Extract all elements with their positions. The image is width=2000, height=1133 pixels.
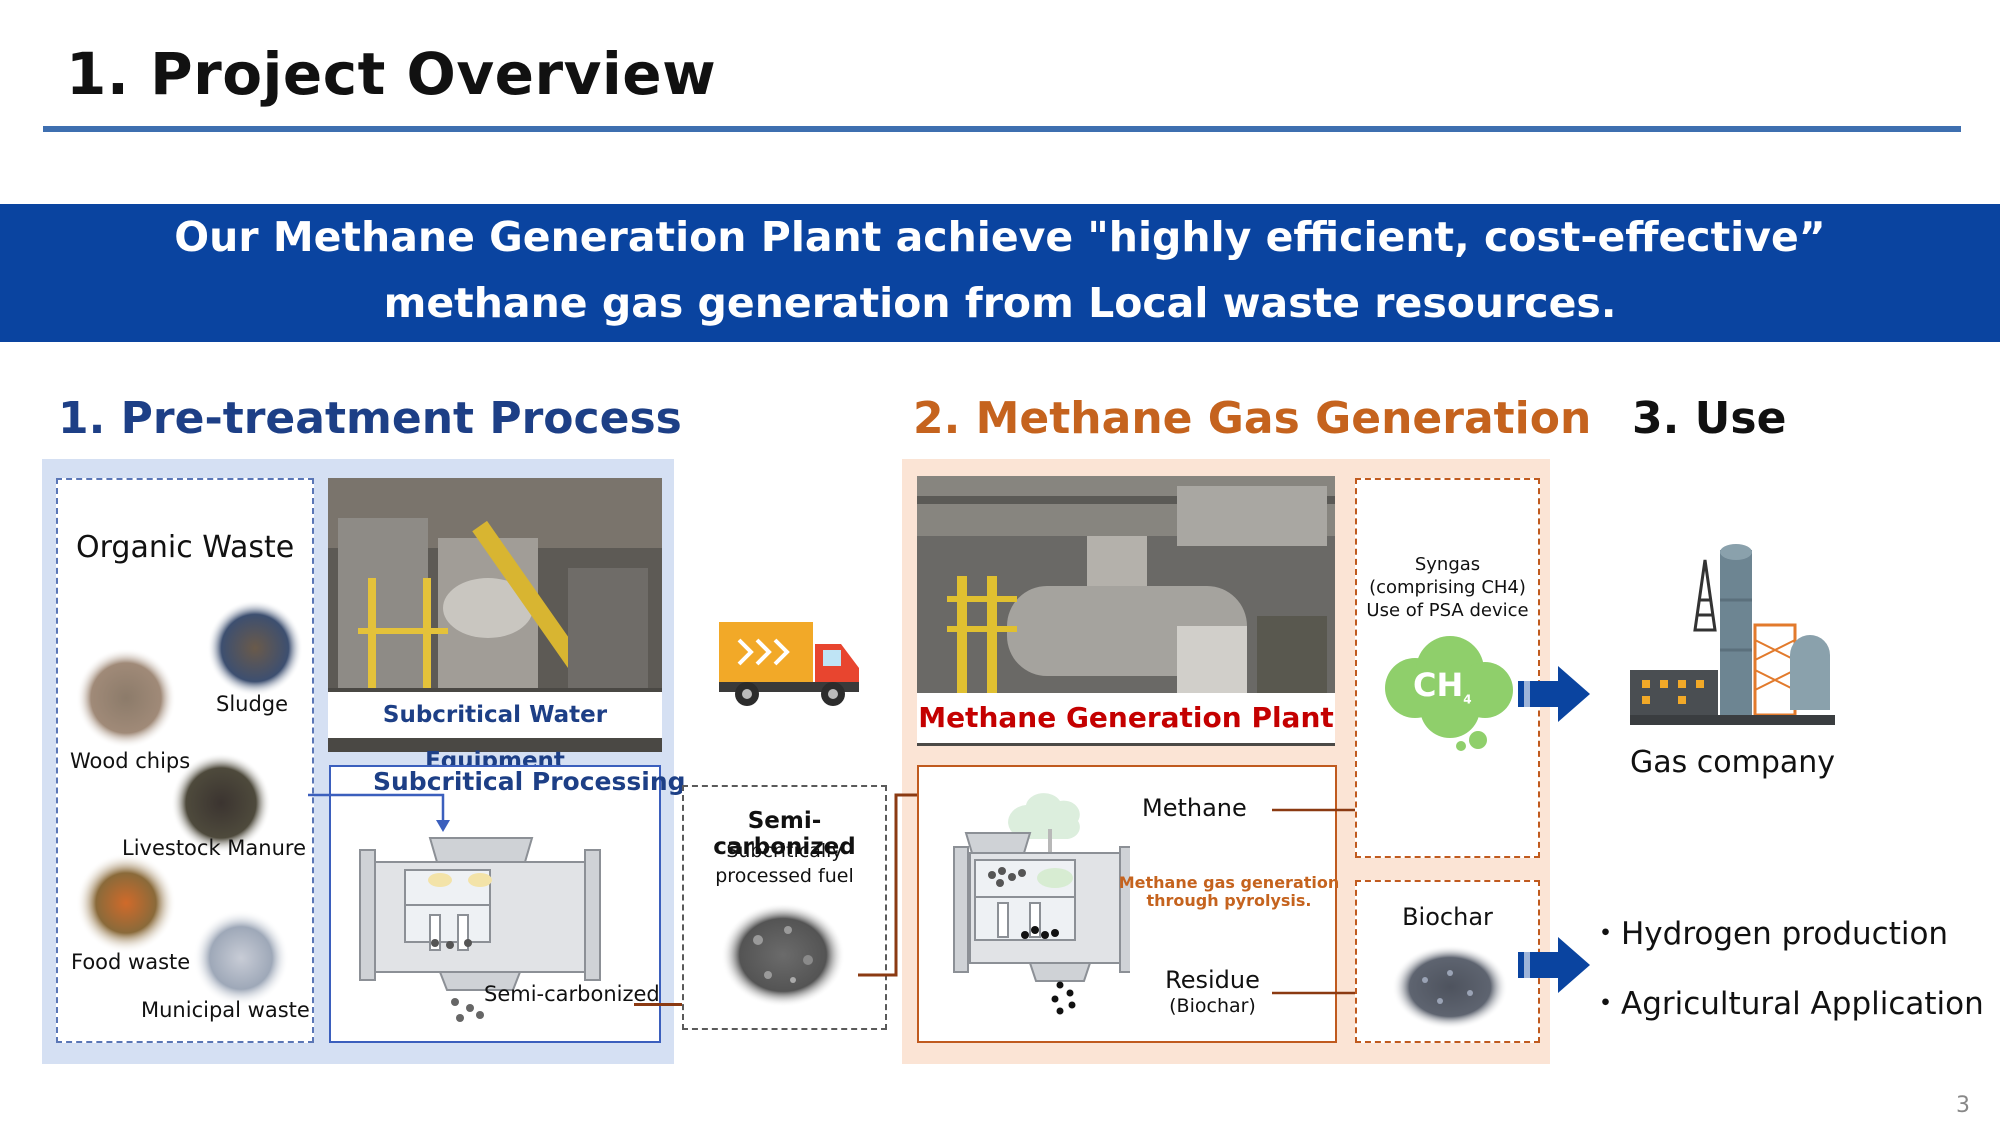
sludge-photo <box>207 600 303 696</box>
municipal-waste-photo <box>193 910 289 1006</box>
arrow-to-gas-company-icon <box>1518 666 1590 722</box>
page-title: 1. Project Overview <box>66 40 717 108</box>
use-bullet-hydrogen: ・Hydrogen production <box>1590 916 1949 952</box>
subcritical-processing-label: Subcritical Processing <box>373 767 686 796</box>
flow-arrow-to-semi-carbonized <box>634 1003 702 1006</box>
pyrolysis-reactor-diagram <box>953 793 1130 1015</box>
subcritical-equipment-label: Subcritical Water Equipment <box>328 692 662 774</box>
semi-carbonized-subtitle-2: processed fuel <box>715 865 854 887</box>
title-underline <box>43 126 1961 132</box>
ch4-text: CH <box>1413 666 1464 704</box>
headline-banner: Our Methane Generation Plant achieve "hi… <box>0 204 2000 342</box>
waste-label-sludge: Sludge <box>216 692 289 716</box>
ch4-cloud-icon <box>1385 636 1513 751</box>
residue-label: Residue <box>1165 966 1260 994</box>
arrow-to-applications-icon <box>1518 937 1590 993</box>
waste-label-food-waste: Food waste <box>71 950 191 974</box>
ch4-subscript: 4 <box>1463 692 1472 707</box>
section-heading-use: 3. Use <box>1632 393 1787 444</box>
section-heading-methane: 2. Methane Gas Generation <box>913 393 1592 444</box>
semi-carbonized-fuel-photo <box>721 903 845 1007</box>
wood-chips-photo <box>76 648 176 748</box>
waste-label-livestock-manure: Livestock Manure <box>122 836 306 860</box>
banner-line-1: Our Methane Generation Plant achieve "hi… <box>174 213 1826 261</box>
section-heading-pretreatment: 1. Pre-treatment Process <box>58 393 682 444</box>
subcritical-reactor-diagram <box>308 793 601 1022</box>
biochar-photo <box>1392 945 1508 1029</box>
livestock-manure-photo <box>171 753 271 853</box>
methane-output-label: Methane <box>1142 794 1247 822</box>
gas-company-label: Gas company <box>1630 745 1836 780</box>
waste-label-wood-chips: Wood chips <box>70 749 191 773</box>
organic-waste-illustrations <box>76 600 303 1006</box>
waste-label-municipal-waste: Municipal waste <box>141 998 310 1022</box>
pyrolysis-note-line-2: through pyrolysis. <box>1146 891 1312 910</box>
delivery-truck-icon <box>719 622 859 706</box>
organic-waste-heading: Organic Waste <box>76 530 295 565</box>
gas-company-plant-icon <box>1630 544 1835 725</box>
syngas-line-1: Syngas <box>1414 554 1481 575</box>
syngas-line-2: (comprising CH4) <box>1369 577 1526 598</box>
semi-carbonized-subtitle-1: Subcritically <box>726 840 843 862</box>
syngas-description: Syngas (comprising CH4) Use of PSA devic… <box>1355 553 1540 622</box>
biochar-label: Biochar <box>1402 903 1493 931</box>
food-waste-photo <box>76 853 176 953</box>
pyrolysis-note: Methane gas generation through pyrolysis… <box>1118 874 1340 910</box>
banner-line-2: methane gas generation from Local waste … <box>383 279 1617 327</box>
syngas-line-3: Use of PSA device <box>1366 600 1529 621</box>
ch4-cloud-label: CH4 <box>1413 666 1472 706</box>
semi-carbonized-title: Semi-carbonized <box>713 808 856 860</box>
page-number: 3 <box>1956 1093 1970 1118</box>
pyrolysis-note-line-1: Methane gas generation <box>1118 873 1340 892</box>
methane-plant-label: Methane Generation Plant <box>917 693 1335 743</box>
use-bullet-agriculture: ・Agricultural Application <box>1590 986 1984 1022</box>
semi-carbonized-output-label: Semi-carbonized <box>484 982 660 1006</box>
residue-sublabel: (Biochar) <box>1169 995 1256 1017</box>
